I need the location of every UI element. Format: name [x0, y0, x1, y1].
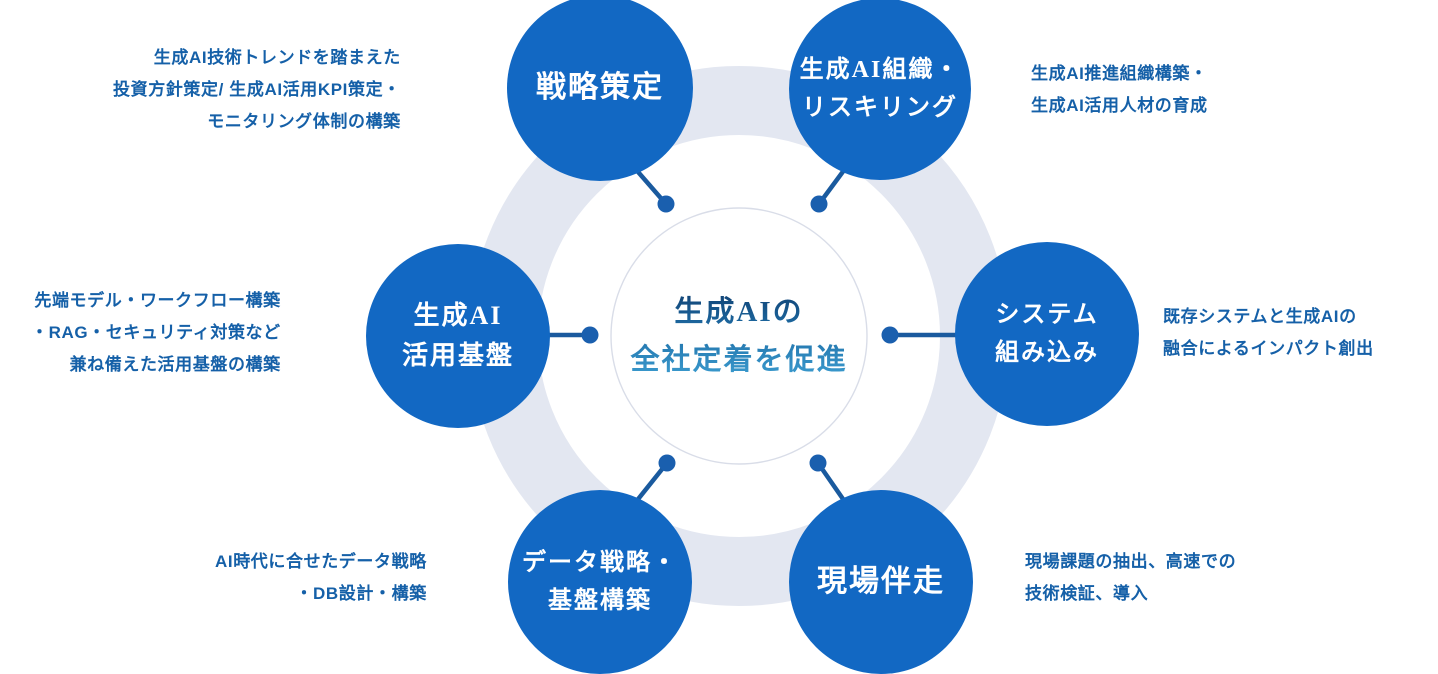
note-strategy-line2: 投資方針策定/ 生成AI活用KPI策定・: [113, 80, 401, 99]
note-data: AI時代に合せたデータ戦略 ・DB設計・構築: [215, 546, 427, 610]
note-strategy: 生成AI技術トレンドを踏まえた 投資方針策定/ 生成AI活用KPI策定・ モニタ…: [113, 42, 401, 138]
note-platform-line2: ・RAG・セキュリティ対策など: [31, 323, 281, 342]
note-platform-line1: 先端モデル・ワークフロー構築: [34, 291, 281, 310]
connector-dots: [581, 195, 899, 472]
note-strategy-line3: モニタリング体制の構築: [207, 112, 401, 131]
node-data-label-line1: データ戦略・: [522, 550, 678, 576]
node-ai-platform[interactable]: 生成AI 活用基盤: [366, 244, 550, 428]
note-field-line1: 現場課題の抽出、高速での: [1025, 552, 1237, 571]
node-data-strategy[interactable]: データ戦略・ 基盤構築: [508, 490, 692, 674]
note-platform: 先端モデル・ワークフロー構築 ・RAG・セキュリティ対策など 兼ね備えた活用基盤…: [31, 285, 281, 381]
connector-dot-system: [881, 326, 899, 344]
center-title-line1: 生成AIの: [674, 296, 804, 328]
center-hub-title: 生成AIの 全社定着を促進: [589, 288, 889, 384]
node-ai-organization[interactable]: 生成AI組織・ リスキリング: [789, 0, 971, 180]
note-system-line1: 既存システムと生成AIの: [1163, 307, 1357, 326]
note-system: 既存システムと生成AIの 融合によるインパクト創出: [1163, 301, 1374, 365]
node-field-label-line1: 現場伴走: [817, 565, 945, 598]
note-org-line1: 生成AI推進組織構築・: [1031, 64, 1208, 83]
connector-dot-platform: [581, 326, 599, 344]
node-data-label-line2: 基盤構築: [548, 588, 652, 614]
node-strategy-label-line1: 戦略策定: [536, 71, 664, 104]
note-org-line2: 生成AI活用人材の育成: [1031, 96, 1208, 115]
node-platform-label-line2: 活用基盤: [401, 341, 514, 370]
note-field-line2: 技術検証、導入: [1025, 584, 1149, 603]
node-field-support[interactable]: 現場伴走: [789, 490, 973, 674]
note-system-line2: 融合によるインパクト創出: [1163, 339, 1374, 358]
inner-guide-circle: [610, 207, 868, 465]
note-data-line1: AI時代に合せたデータ戦略: [215, 552, 427, 571]
connector-dot-data: [658, 454, 676, 472]
node-system-label-line2: 組み込み: [995, 340, 1099, 366]
note-strategy-line1: 生成AI技術トレンドを踏まえた: [153, 48, 401, 67]
node-strategy[interactable]: 戦略策定: [507, 0, 693, 181]
node-org-label-line1: 生成AI組織・: [799, 57, 961, 83]
note-platform-line3: 兼ね備えた活用基盤の構築: [69, 355, 281, 374]
note-organization: 生成AI推進組織構築・ 生成AI活用人材の育成: [1031, 58, 1208, 122]
node-system-integration[interactable]: システム 組み込み: [955, 242, 1139, 426]
connector-dot-org: [810, 195, 828, 213]
center-title-line2: 全社定着を促進: [630, 344, 848, 376]
connector-dot-strategy: [657, 195, 675, 213]
note-field: 現場課題の抽出、高速での 技術検証、導入: [1025, 546, 1236, 610]
connector-dot-field: [809, 454, 827, 472]
node-system-label-line1: システム: [995, 302, 1099, 328]
node-platform-label-line1: 生成AI: [413, 301, 503, 330]
note-data-line2: ・DB設計・構築: [295, 584, 427, 603]
node-org-label-line2: リスキリング: [802, 95, 958, 121]
